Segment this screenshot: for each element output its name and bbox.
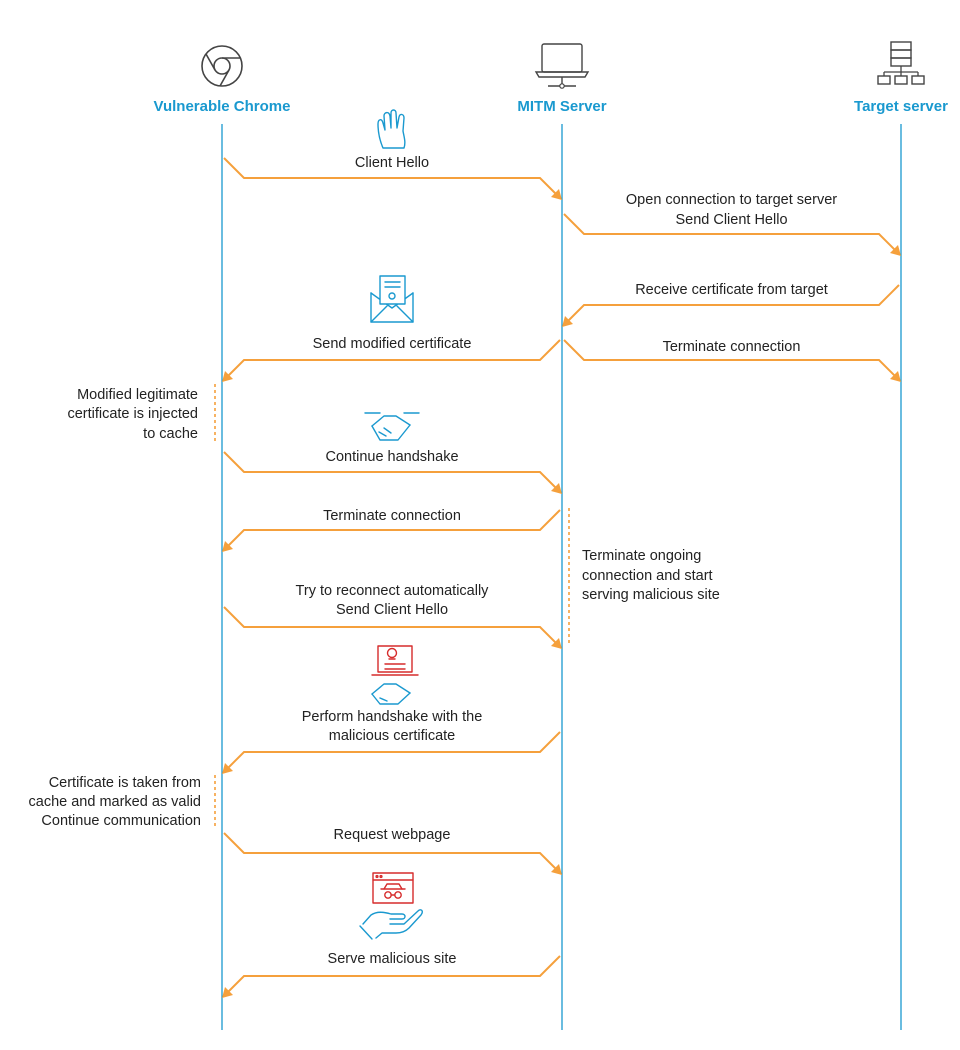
note-text: serving malicious site — [582, 587, 720, 603]
note-text: Terminate ongoing — [582, 548, 701, 564]
laptop-icon — [534, 43, 590, 89]
malicious-certificate-handshake-icon — [371, 645, 419, 705]
message-label: Receive certificate from target — [635, 282, 828, 298]
handshake-icon — [364, 412, 420, 441]
message-arrow — [562, 284, 900, 327]
message-label: Perform handshake with the — [302, 709, 483, 725]
message-label: Client Hello — [355, 155, 429, 171]
actor-label-chrome: Vulnerable Chrome — [154, 98, 291, 115]
note-text: to cache — [143, 426, 198, 442]
note-text: certificate is injected — [67, 406, 198, 422]
spy-webpage-hand-icon — [359, 872, 423, 940]
message-label: Continue handshake — [325, 449, 458, 465]
message-arrow — [223, 832, 562, 875]
message-arrow — [222, 339, 561, 382]
arrow-head — [222, 371, 233, 382]
message-label: Send Client Hello — [336, 602, 448, 618]
actor-label-mitm: MITM Server — [517, 98, 606, 115]
server-network-icon — [877, 41, 925, 85]
message-label: Try to reconnect automatically — [296, 583, 490, 599]
message-label: Terminate connection — [323, 508, 461, 524]
arrow-head — [562, 316, 573, 327]
message-label: Request webpage — [334, 827, 451, 843]
message-arrow — [222, 731, 561, 774]
message-label: Open connection to target server — [626, 192, 837, 208]
message-label: Send modified certificate — [313, 336, 472, 352]
arrow-head — [890, 371, 901, 382]
chrome-browser-icon — [201, 45, 243, 87]
arrow-head — [551, 189, 562, 200]
certificate-envelope-icon — [370, 275, 414, 323]
note-text: Modified legitimate — [77, 387, 198, 403]
message-label: Terminate connection — [663, 339, 801, 355]
arrow-head — [890, 245, 901, 256]
waving-hand-icon — [377, 109, 406, 149]
message-arrow — [222, 509, 561, 552]
message-arrow — [223, 606, 562, 649]
note-text: Continue communication — [41, 813, 201, 829]
note-text: cache and marked as valid — [29, 794, 202, 810]
message-arrow — [222, 955, 561, 998]
message-arrow — [563, 339, 901, 382]
arrow-head — [551, 638, 562, 649]
message-arrow — [563, 213, 901, 256]
message-arrow — [223, 451, 562, 494]
message-label: Serve malicious site — [328, 951, 457, 967]
arrow-head — [551, 864, 562, 875]
arrow-head — [222, 763, 233, 774]
message-label: Send Client Hello — [675, 212, 787, 228]
message-arrow — [223, 157, 562, 200]
actor-label-target: Target server — [854, 98, 948, 115]
arrow-head — [222, 541, 233, 552]
message-arrows — [222, 157, 901, 998]
note-text: connection and start — [582, 568, 713, 584]
message-label: malicious certificate — [329, 728, 456, 744]
arrow-head — [551, 483, 562, 494]
note-text: Certificate is taken from — [49, 775, 201, 791]
side-notes: Modified legitimate certificate is inject… — [29, 384, 720, 829]
arrow-head — [222, 987, 233, 998]
